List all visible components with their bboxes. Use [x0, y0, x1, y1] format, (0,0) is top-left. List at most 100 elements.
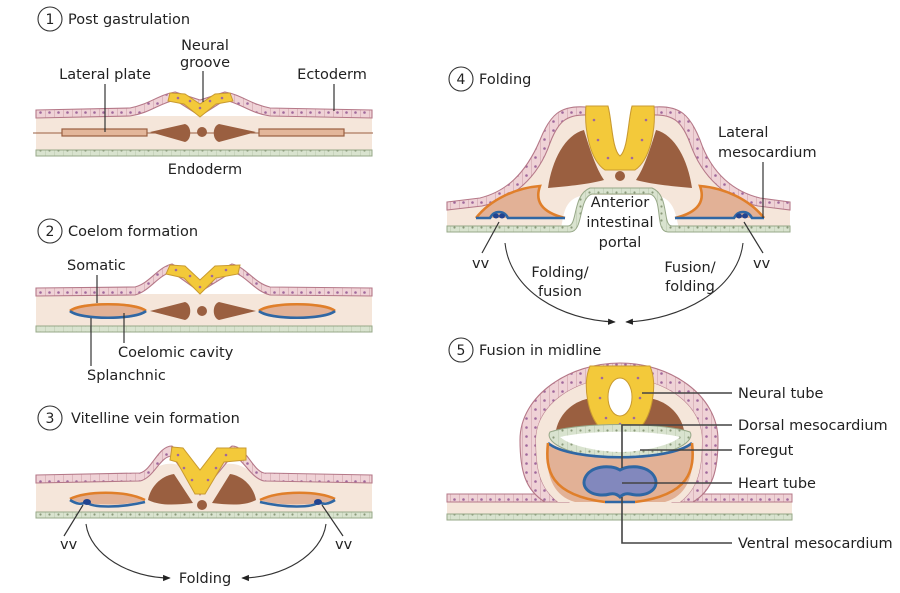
somatic-layer-right — [258, 302, 336, 313]
somatic-layer-right — [634, 442, 694, 504]
panel-3-title: Vitelline vein formation — [71, 411, 240, 427]
panel-5-number: 5 — [457, 343, 466, 359]
panel-4-number-badge: 4 — [448, 66, 474, 92]
label-foregut: Foregut — [738, 443, 794, 459]
panel-2-number: 2 — [46, 224, 55, 240]
panel-5-number-badge: 5 — [448, 337, 474, 363]
neural-plate-nuclei — [176, 96, 224, 110]
notochord — [197, 306, 207, 316]
somite-right — [213, 302, 256, 320]
label-lateral-mesocardium-line1: Lateral — [718, 125, 768, 141]
somatic-layer-right — [259, 491, 336, 502]
label-anterior-intestinal-portal-line1: Anterior — [591, 195, 650, 211]
somite-left — [148, 474, 193, 505]
coelomic-cavity-left — [476, 186, 565, 218]
somatic-layer-left — [69, 491, 146, 502]
splanchnic-layer-dorsal — [547, 441, 693, 459]
leader-ventral-mesocardium — [621, 497, 732, 544]
folding-arrow-left — [85, 523, 171, 582]
neural-plate — [165, 264, 241, 295]
label-neural-tube: Neural tube — [738, 386, 824, 402]
somatic-layer-right — [674, 184, 766, 220]
neural-plate-nuclei — [174, 268, 228, 289]
label-heart-tube: Heart tube — [738, 476, 816, 492]
label-ventral-mesocardium: Ventral mesocardium — [738, 536, 893, 552]
label-coelomic-cavity: Coelomic cavity — [118, 345, 234, 361]
label-neural-groove-line1: Neural — [181, 38, 229, 54]
panel-1-number-badge: 1 — [37, 6, 63, 32]
label-somatic: Somatic — [67, 258, 126, 274]
leader-vv-left — [481, 221, 500, 254]
splanchnic-layer-right — [675, 210, 764, 220]
coelomic-cavity-right — [675, 186, 764, 218]
endoderm-layer — [35, 325, 373, 333]
vitelline-vein-left-a — [493, 213, 499, 219]
neural-plate-nuclei — [176, 453, 228, 482]
label-lateral-mesocardium-line2: mesocardium — [718, 145, 817, 161]
label-folding-fusion-line2: fusion — [538, 284, 582, 300]
neural-groove — [607, 105, 633, 157]
panel-1-number: 1 — [46, 12, 55, 28]
folding-arrow-right — [241, 523, 327, 582]
heart-tube — [582, 465, 658, 500]
somite-left — [150, 302, 191, 320]
somite-right — [213, 124, 256, 142]
lateral-plate-right — [258, 128, 345, 137]
label-fusion-folding-line2: folding — [665, 279, 715, 295]
leader-dorsal-mesocardium — [621, 424, 732, 468]
label-lateral-plate: Lateral plate — [59, 67, 151, 83]
label-dorsal-mesocardium: Dorsal mesocardium — [738, 418, 888, 434]
label-endoderm: Endoderm — [168, 162, 242, 178]
mesoderm-layer — [447, 502, 792, 514]
panel-5-title: Fusion in midline — [479, 343, 601, 359]
label-splanchnic: Splanchnic — [87, 368, 166, 384]
vitelline-vein-right-b — [742, 213, 748, 219]
leader-vv-right — [743, 221, 764, 254]
coelomic-cavity-right — [259, 303, 335, 319]
panel-4-folding: 4 Folding Lateral mesocardium — [446, 66, 817, 325]
panel-2-number-badge: 2 — [37, 218, 63, 244]
label-vv-right: vv — [753, 256, 771, 272]
splanchnic-layer-left — [69, 309, 147, 320]
somite-right — [636, 130, 692, 188]
fusion-folding-arrow-right — [625, 242, 744, 325]
endoderm-layer — [446, 513, 793, 521]
coelomic-cavity-left — [70, 303, 146, 319]
neural-plate — [167, 92, 234, 118]
endoderm-layer — [35, 149, 373, 157]
neural-plate — [169, 446, 247, 495]
panel-3-vitelline-vein-formation: 3 Vitelline vein formation vv vv Folding — [35, 405, 373, 587]
somatic-layer-left — [546, 442, 606, 504]
panel-1-title: Post gastrulation — [68, 12, 190, 28]
panel-4-number: 4 — [457, 72, 466, 88]
label-anterior-intestinal-portal-line2: intestinal — [586, 215, 653, 231]
somite-right — [212, 474, 256, 505]
panel-2-coelom-formation: 2 Coelom formation Somatic Coelomic cavi… — [35, 218, 373, 384]
label-vv-left: vv — [472, 256, 490, 272]
label-anterior-intestinal-portal-line3: portal — [599, 235, 642, 251]
label-folding: Folding — [179, 571, 231, 587]
notochord — [615, 171, 625, 181]
notochord — [197, 127, 207, 137]
somite-left — [150, 124, 191, 142]
neural-tube-lumen — [607, 377, 633, 417]
somatic-layer-left — [474, 184, 566, 220]
vitelline-vein-right-a — [736, 213, 742, 219]
label-neural-groove-line2: groove — [180, 55, 230, 71]
label-fusion-folding-line1: Fusion/ — [664, 260, 715, 276]
panel-3-number-badge: 3 — [37, 405, 63, 431]
label-vv-right: vv — [335, 537, 353, 553]
endoderm-layer — [446, 187, 791, 233]
vitelline-vein-left — [83, 499, 91, 505]
folding-fusion-arrow-left — [504, 242, 616, 325]
splanchnic-layer-right — [258, 309, 336, 320]
panel-4-title: Folding — [479, 72, 531, 88]
somatic-layer-left — [69, 302, 147, 313]
vitelline-vein-left-b — [499, 213, 505, 219]
notochord — [197, 500, 207, 510]
splanchnic-layer-left — [476, 210, 565, 220]
panel-2-title: Coelom formation — [68, 224, 198, 240]
neural-plate-nuclei — [592, 118, 648, 160]
somite-left — [548, 130, 604, 188]
